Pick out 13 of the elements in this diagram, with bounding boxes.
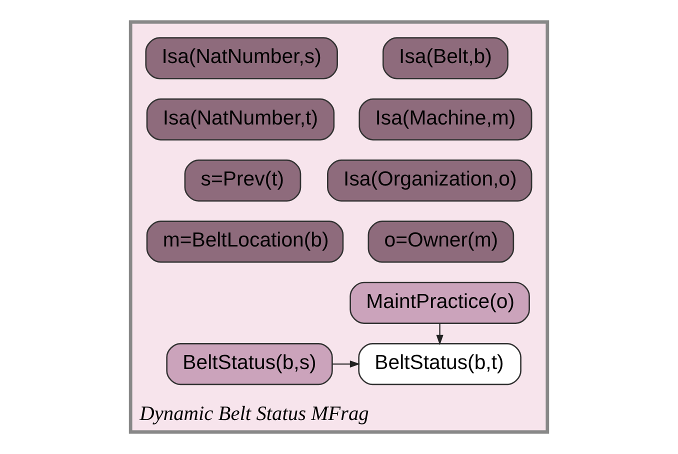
node-box: BeltStatus(b,s) [166, 342, 333, 386]
node-box: MaintPractice(o) [350, 282, 530, 324]
node-box: o=Owner(m) [368, 220, 514, 263]
arrow [436, 323, 444, 346]
node-box: Isa(Belt,b) [382, 37, 508, 80]
node-box: m=BeltLocation(b) [146, 220, 344, 263]
arrow [332, 360, 360, 368]
node-box: Isa(NatNumber,t) [146, 98, 335, 140]
node-box: Isa(NatNumber,s) [145, 37, 338, 80]
node-box: Isa(Organization,o) [327, 160, 532, 202]
node-box: Isa(Machine,m) [358, 98, 532, 140]
node-box: BeltStatus(b,t) [358, 342, 522, 386]
node-box: s=Prev(t) [184, 160, 302, 202]
